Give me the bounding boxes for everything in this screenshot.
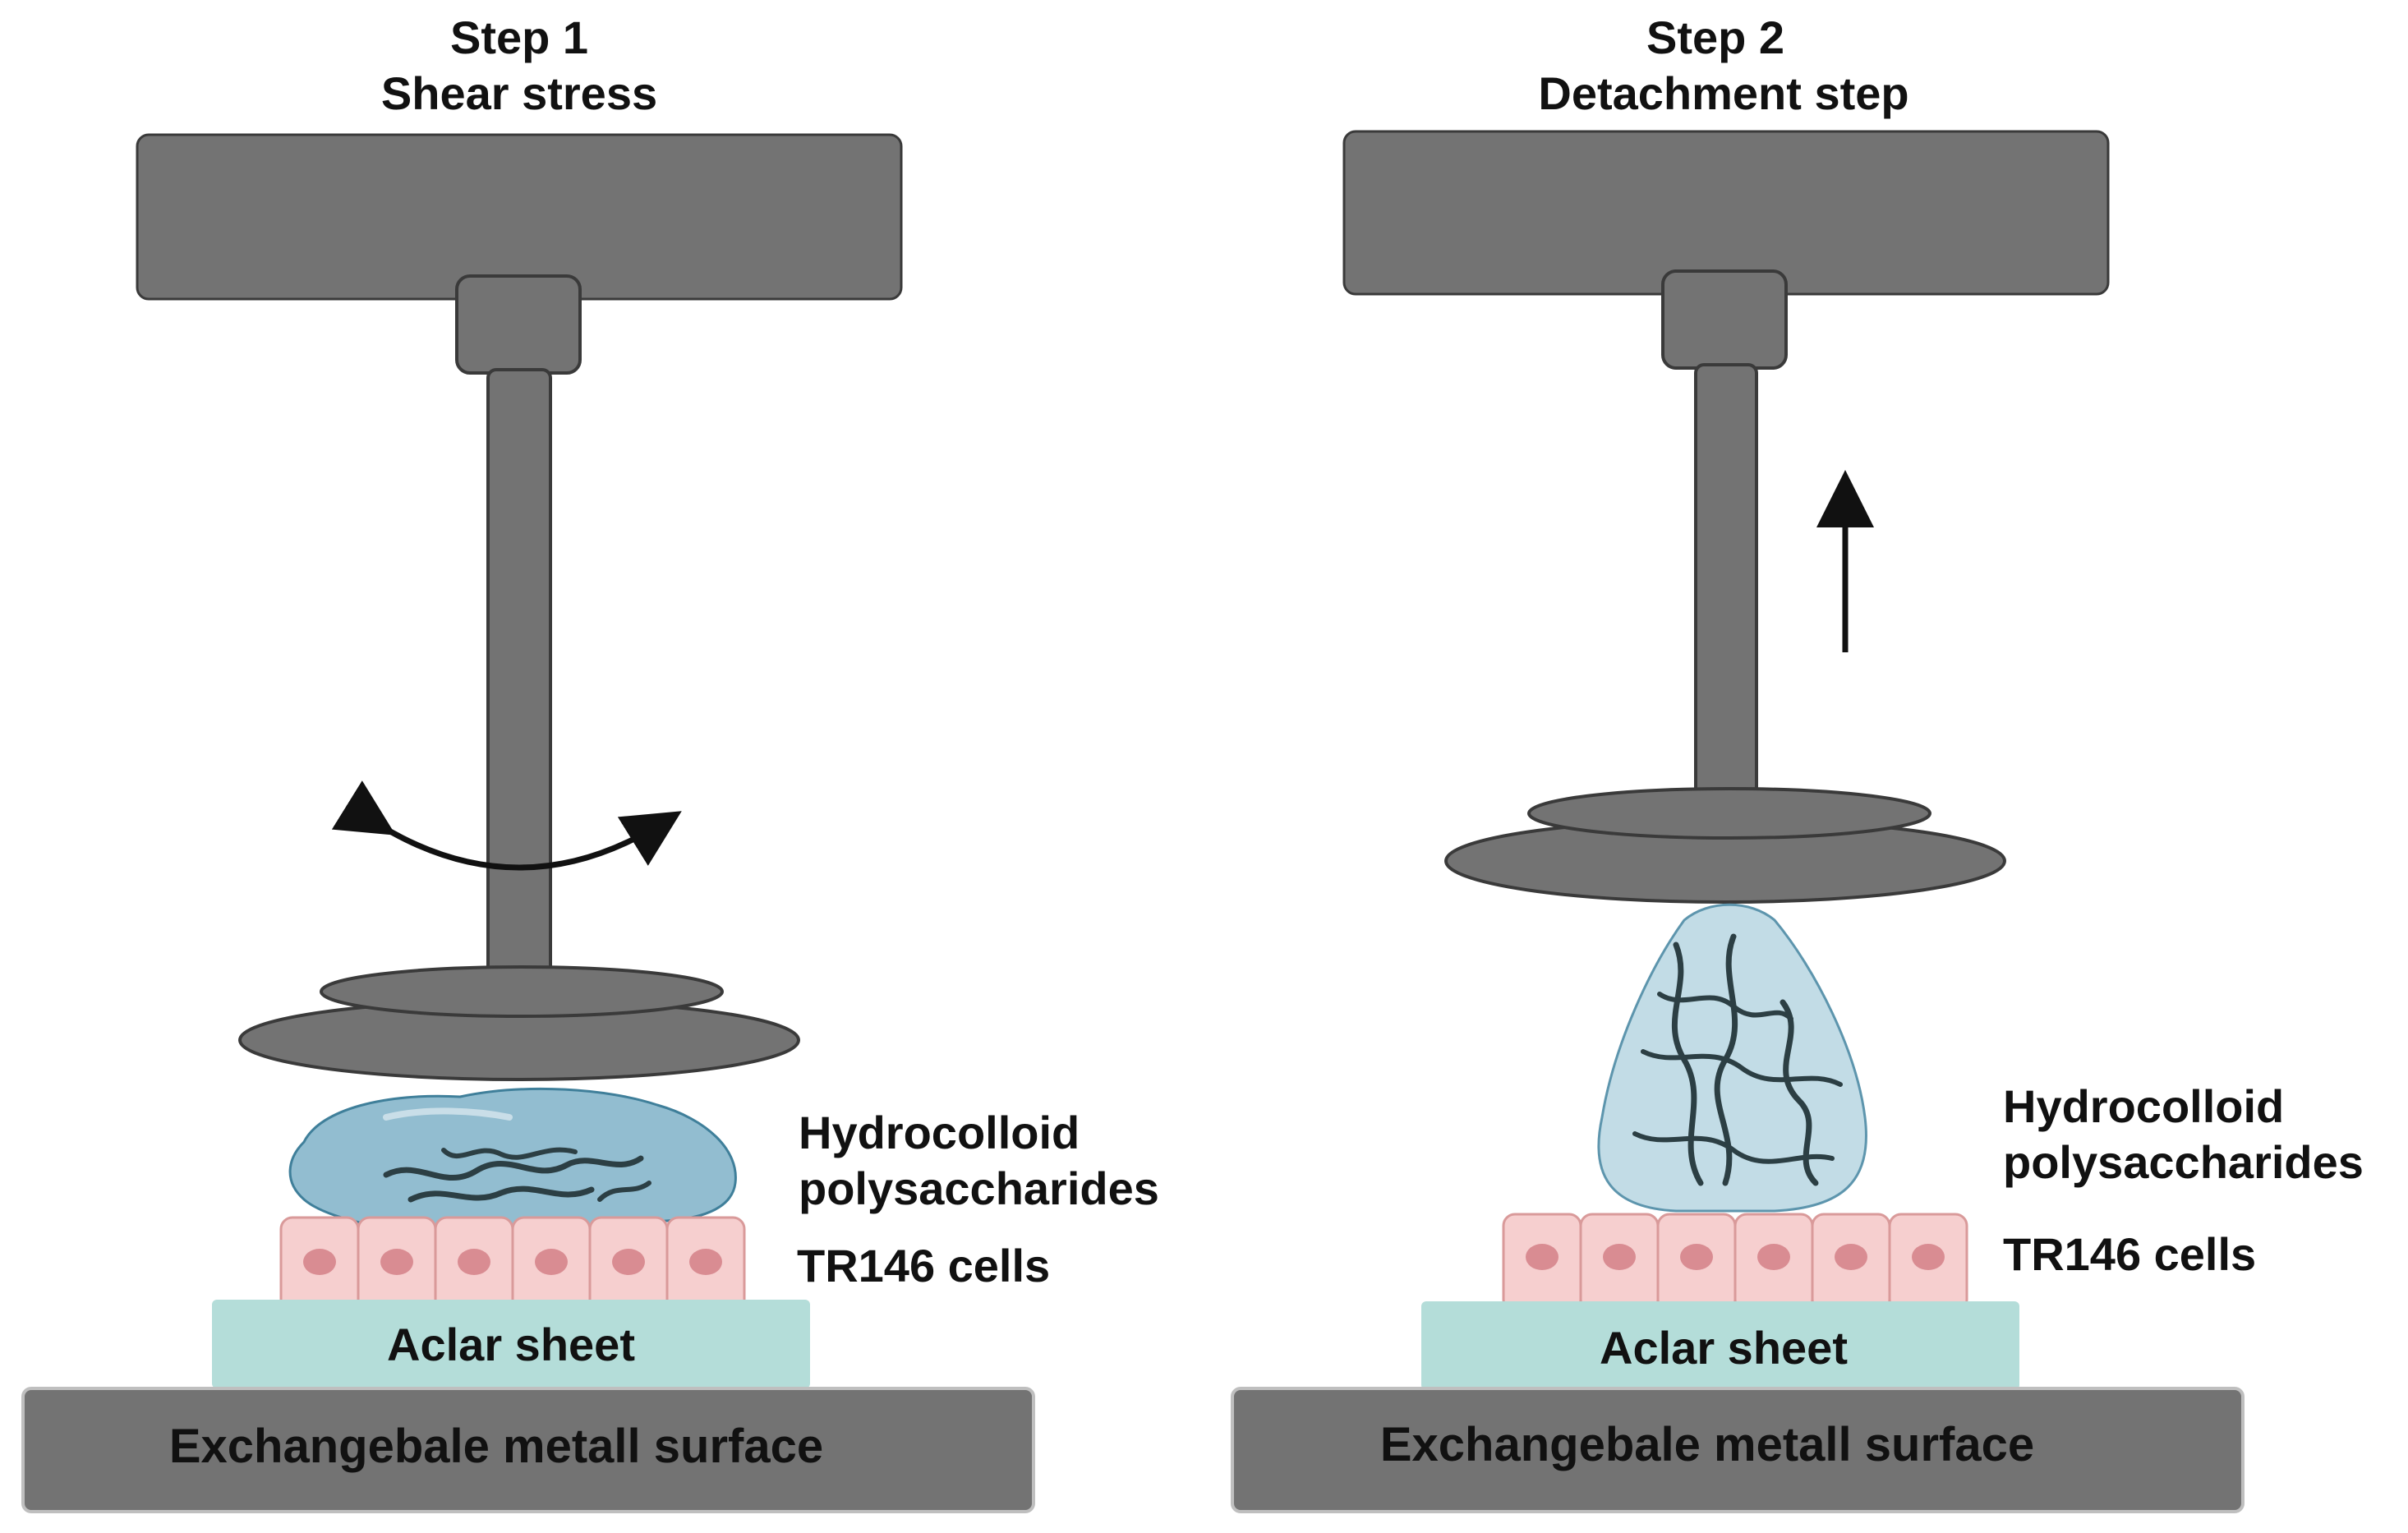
hydrocolloid-gel-flat — [288, 1087, 737, 1244]
rheometer-coupling — [1661, 269, 1788, 370]
panel-step-2: Step 2 Detachment step Hydrocolloid poly… — [1231, 12, 2364, 1513]
panel-step-1: Step 1 Shear stress Hydrocolloid polysac… — [21, 12, 1159, 1513]
step-2-title: Detachment step — [1538, 67, 1908, 119]
metal-surface — [21, 1387, 1035, 1513]
upper-plate-collar — [1527, 787, 1931, 840]
surface-label: Exchangebale metall surface — [169, 1420, 823, 1473]
gel-label-line2: polysaccharides — [799, 1162, 1159, 1214]
tr146-cell-layer — [1502, 1213, 1968, 1313]
cells-label: TR146 cells — [797, 1240, 1050, 1291]
step-1-number: Step 1 — [450, 12, 588, 63]
rheometer-shaft — [1694, 363, 1758, 812]
aclar-sheet — [212, 1300, 810, 1388]
step-2-number: Step 2 — [1646, 12, 1784, 63]
double-curved-arrow-icon — [331, 780, 682, 871]
sheet-label: Aclar sheet — [387, 1319, 635, 1370]
rheometer-coupling — [455, 274, 582, 375]
gel-label-line1: Hydrocolloid — [2003, 1080, 2284, 1132]
gel-label-line1: Hydrocolloid — [799, 1107, 1080, 1158]
aclar-sheet — [1421, 1301, 2019, 1390]
hydrocolloid-gel-stretched — [1597, 903, 1867, 1213]
metal-surface — [1231, 1387, 2245, 1513]
upper-plate-collar — [320, 965, 724, 1018]
surface-label: Exchangebale metall surface — [1380, 1418, 2034, 1471]
tr146-cell-layer — [279, 1216, 746, 1316]
rheometer-shaft — [486, 368, 552, 996]
sheet-label: Aclar sheet — [1600, 1322, 1848, 1374]
gel-label-line2: polysaccharides — [2003, 1136, 2364, 1188]
cells-label: TR146 cells — [2003, 1228, 2256, 1280]
step-1-title: Shear stress — [381, 67, 657, 119]
